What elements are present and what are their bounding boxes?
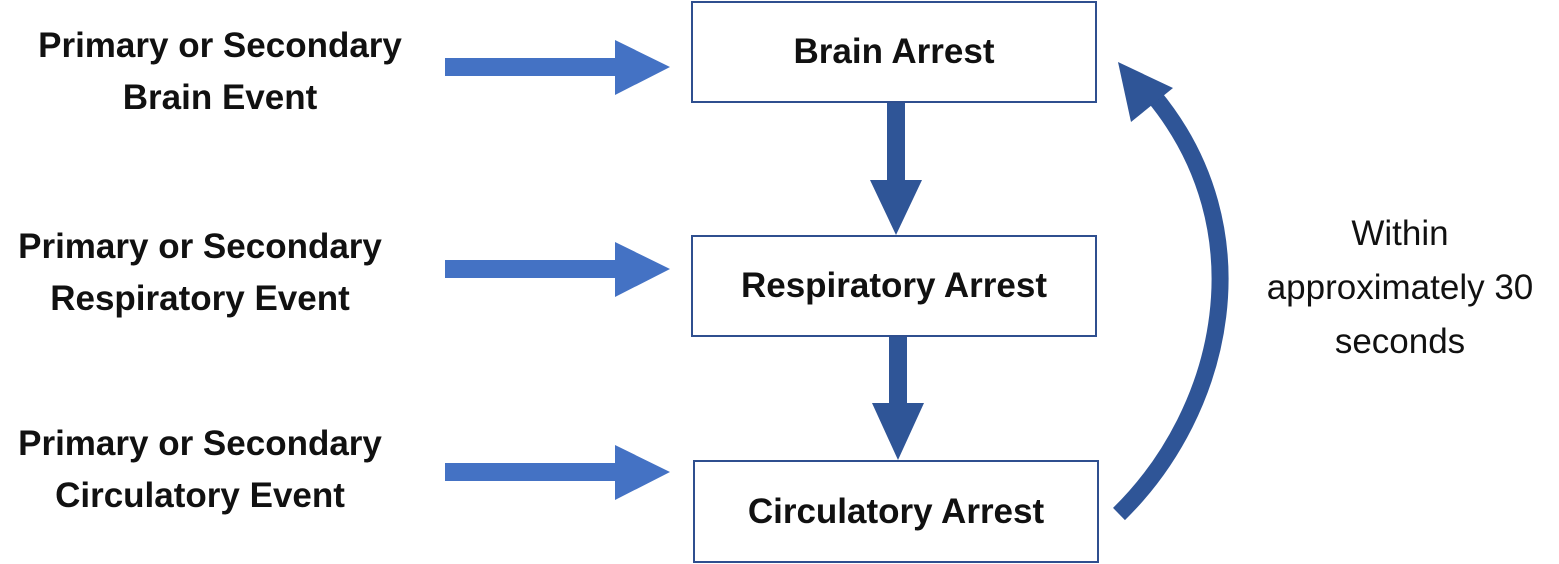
brain-event-line1: Primary or Secondary — [38, 26, 402, 65]
respiratory-event-label: Primary or Secondary Respiratory Event — [0, 221, 400, 325]
respiratory-to-circulatory-arrow — [872, 325, 924, 460]
circulatory-arrest-box: Circulatory Arrest — [693, 460, 1099, 563]
brain-event-arrow — [445, 40, 670, 95]
brain-arrest-box: Brain Arrest — [691, 1, 1097, 103]
feedback-note-line1: Within — [1351, 214, 1449, 253]
brain-to-respiratory-arrow — [870, 103, 922, 235]
brain-arrest-label: Brain Arrest — [793, 32, 995, 71]
circulatory-event-line2: Circulatory Event — [55, 476, 345, 515]
brain-event-line2: Brain Event — [122, 78, 318, 117]
feedback-note-line2: approximately 30 — [1266, 268, 1534, 307]
circulatory-event-line1: Primary or Secondary — [18, 424, 382, 463]
respiratory-event-arrow — [445, 242, 670, 297]
respiratory-event-line1: Primary or Secondary — [18, 227, 382, 266]
respiratory-arrest-label: Respiratory Arrest — [740, 266, 1048, 305]
feedback-curve-arrow — [1113, 89, 1229, 521]
respiratory-arrest-box: Respiratory Arrest — [691, 235, 1097, 337]
feedback-arrowhead — [1118, 62, 1173, 122]
circulatory-event-arrow — [445, 445, 670, 500]
respiratory-event-line2: Respiratory Event — [50, 279, 350, 318]
brain-event-label: Primary or Secondary Brain Event — [10, 20, 430, 124]
circulatory-event-label: Primary or Secondary Circulatory Event — [0, 418, 400, 522]
feedback-note: Within approximately 30 seconds — [1240, 207, 1559, 369]
feedback-note-line3: seconds — [1334, 322, 1466, 361]
circulatory-arrest-label: Circulatory Arrest — [747, 491, 1045, 531]
